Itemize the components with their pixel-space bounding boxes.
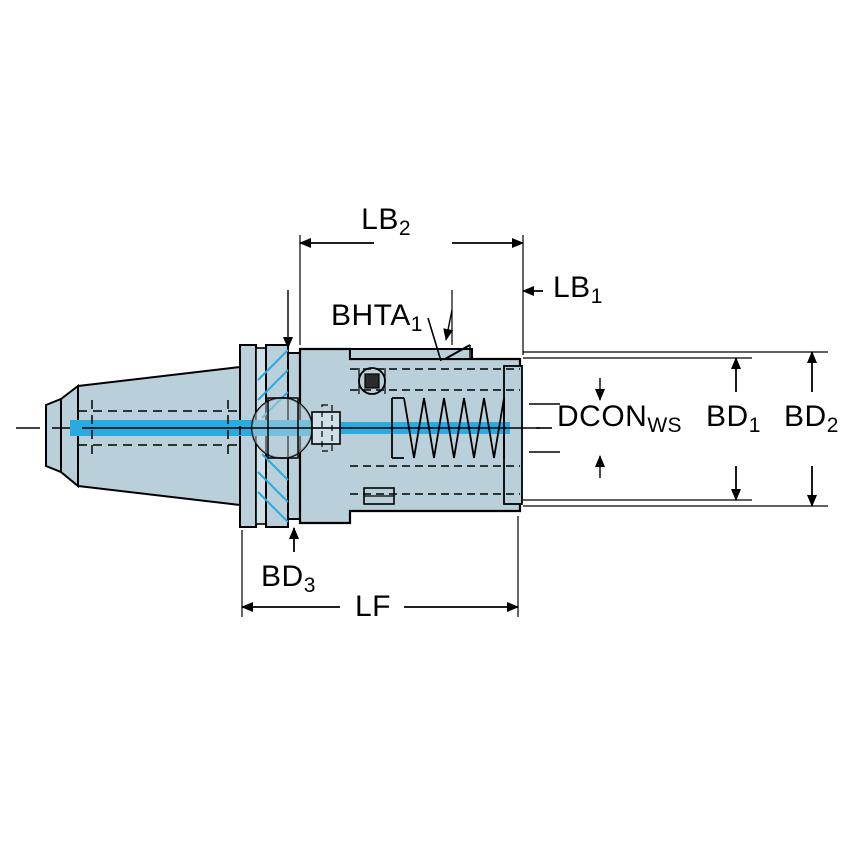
flange-hatching [257, 349, 289, 523]
bottom-slot [363, 487, 395, 505]
rear-pull-stud [45, 383, 79, 489]
dimension-lines [241, 235, 828, 617]
dimension-label-lb2: LB2 [361, 205, 411, 239]
dimension-label-bd1-sub: 1 [748, 413, 761, 437]
set-screw [358, 367, 386, 395]
dimension-label-lb2-sub: 2 [398, 216, 411, 240]
dimension-label-bd2-sub: 2 [826, 413, 839, 437]
front-nose-step [503, 365, 523, 505]
dimension-label-bd3-sub: 3 [303, 573, 316, 597]
dimension-label-bhta1: BHTA1 [331, 301, 423, 335]
dimension-label-lf-main: LF [355, 590, 392, 623]
dimension-label-lb1: LB1 [553, 273, 603, 307]
dimension-label-lb1-main: LB [553, 271, 591, 304]
dimension-label-bd2: BD2 [784, 402, 839, 436]
dimension-label-bhta1-sub: 1 [410, 312, 423, 336]
dimension-label-bd3: BD3 [261, 562, 316, 596]
dimension-label-dconws: DCONWS [557, 402, 682, 436]
dimension-label-bd1: BD1 [706, 402, 761, 436]
dimension-label-bd3-main: BD [261, 560, 304, 593]
dimension-label-bhta1-main: BHTA [331, 299, 411, 332]
dimension-label-bd1-main: BD [706, 400, 749, 434]
thread-hidden-lines [350, 368, 520, 495]
dimension-label-bd2-main: BD [784, 400, 827, 434]
dimension-label-lb1-sub: 1 [590, 284, 603, 308]
dimension-label-dconws-sub: WS [647, 413, 682, 437]
dimension-label-dconws-main: DCON [557, 400, 648, 434]
dimension-label-lb2-main: LB [361, 203, 399, 237]
dimension-label-lf: LF [355, 592, 391, 626]
bhta-chamfer [444, 344, 471, 360]
